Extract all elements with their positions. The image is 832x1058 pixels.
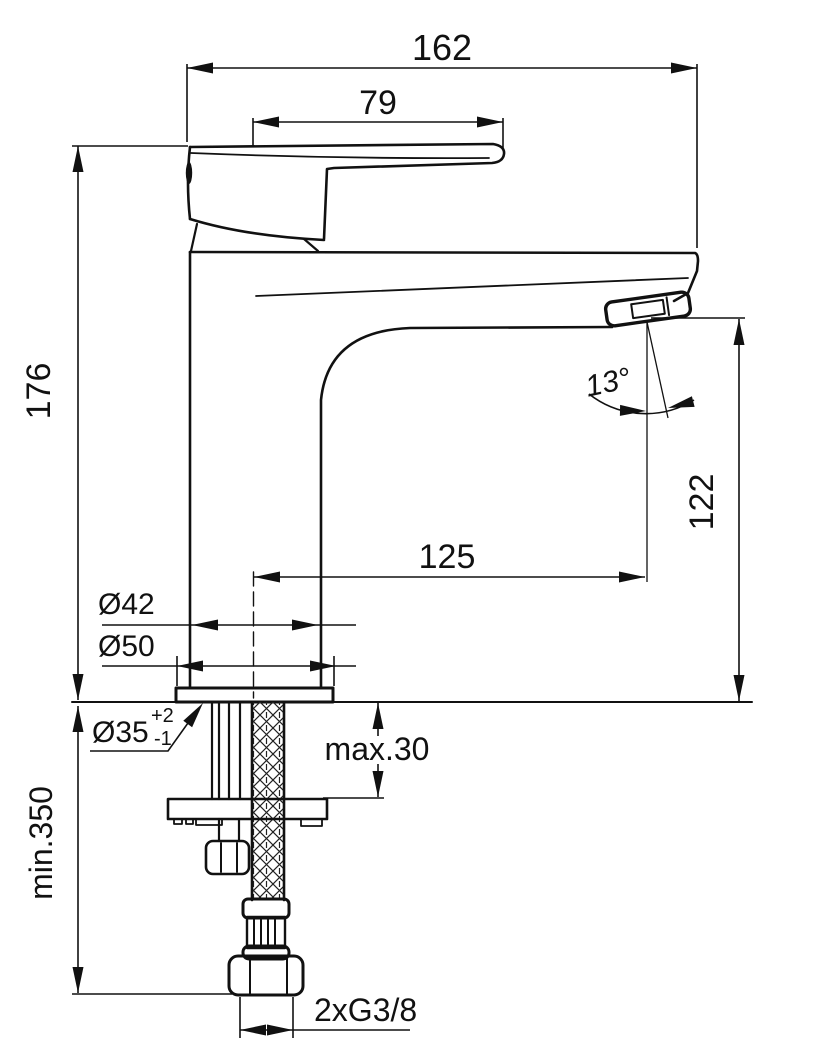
arrowhead [72,706,84,732]
clamp-plate [166,797,329,843]
arrowhead [372,703,384,729]
handle-neck [189,222,320,253]
dim-body-height [72,145,188,700]
dim-overall-length-label: 162 [412,27,472,68]
dim-hole-diameter-label: Ø35 [92,716,149,749]
arrowhead [477,116,503,128]
dim-spout-height-label: 122 [683,474,721,531]
arrowhead [187,62,213,74]
dim-base-diameter-label: Ø50 [98,630,155,663]
dim-min-clearance [72,706,232,995]
spout-top-face-line [255,277,689,297]
arrowhead [177,660,203,672]
supply-hose [250,700,286,902]
arrowhead [668,396,695,408]
dim-spout-reach [254,571,645,583]
arrowhead [72,967,84,993]
faucet-spout-body [188,250,700,690]
arrowhead [254,571,280,583]
arrowhead [192,619,218,631]
handle-top-edge-line [190,152,490,160]
arrowhead [240,1024,266,1036]
dim-hose-connection-label: 2xG3/8 [314,992,417,1028]
arrowhead [72,146,84,172]
aerator [603,290,693,328]
dim-hose-connection [239,997,410,1038]
arrowhead [372,771,384,797]
arrowhead [253,116,279,128]
dim-lever-length-label: 79 [359,84,397,122]
dim-spout-height [651,317,745,701]
dim-body-diameter [102,619,356,631]
dim-spout-reach-label: 125 [419,538,476,576]
dim-spout-angle-label: 13° [582,362,633,404]
dim-max-deck-thickness [323,703,384,799]
hose-fitting [241,897,291,961]
arrowhead [619,571,645,583]
dim-hole-tolerance-plus: +2 [151,705,174,727]
mounting-shank [210,701,242,801]
arrowhead [183,703,203,728]
dim-lever-length [252,116,504,150]
dim-body-diameter-label: Ø42 [98,588,155,621]
handle-edge-highlight [185,162,193,184]
dim-spout-angle [588,321,695,582]
dim-base-diameter [102,656,356,686]
dim-min-clearance-label: min.350 [23,786,59,900]
mounting-nut [204,839,251,876]
arrowhead [733,319,745,345]
base-plate [174,686,335,704]
dim-hole-diameter-leader [90,703,203,752]
arrowhead [292,619,318,631]
arrowhead [619,404,646,416]
dim-hole-tolerance-minus: -1 [154,728,172,750]
dim-overall-length [186,62,698,248]
arrowhead [267,1024,293,1036]
hose-connection-nut [227,954,305,997]
dim-body-height-label: 176 [20,363,58,420]
arrowhead [733,675,745,701]
arrowhead [671,62,697,74]
arrowhead [310,660,336,672]
faucet-handle-lever [185,142,506,242]
dim-max-deck-thickness-label: max.30 [325,731,430,767]
arrowhead [72,674,84,700]
